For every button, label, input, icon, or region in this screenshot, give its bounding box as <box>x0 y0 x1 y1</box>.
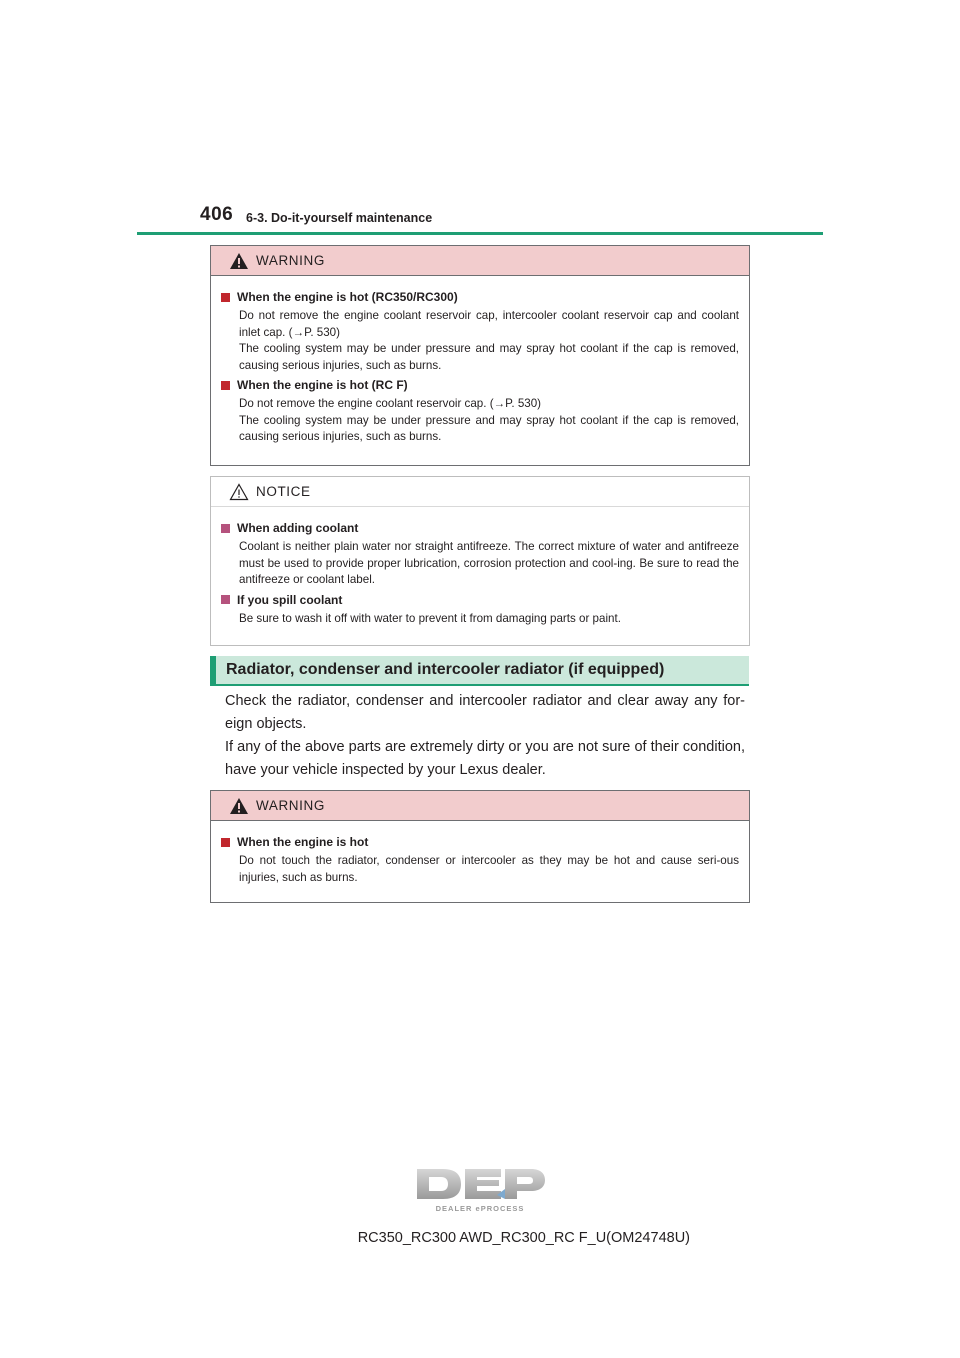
warning-item-title: When the engine is hot <box>221 835 739 849</box>
warning-item-text: Do not touch the radiator, condenser or … <box>239 853 739 886</box>
warning-item-title: When the engine is hot (RC F) <box>221 378 739 392</box>
warning-header: WARNING <box>211 246 749 276</box>
warning-item-text: Do not remove the engine coolant reservo… <box>239 396 739 446</box>
notice-item-title: When adding coolant <box>221 521 739 535</box>
warning-item-text: Do not remove the engine coolant reservo… <box>239 308 739 374</box>
notice-header: NOTICE <box>211 477 749 507</box>
square-bullet-icon <box>221 380 230 390</box>
body-paragraph: If any of the above parts are extremely … <box>225 739 745 778</box>
header-rule <box>137 232 823 235</box>
item-title-text: When the engine is hot (RC F) <box>237 378 408 392</box>
text-line: Coolant is neither plain water nor strai… <box>239 540 739 586</box>
notice-box: NOTICE When adding coolant Coolant is ne… <box>210 476 750 646</box>
text-line: The cooling system may be under pressure… <box>239 413 739 444</box>
dealer-eprocess-logo: DEALER ePROCESS <box>417 1169 545 1213</box>
section-title: 6-3. Do-it-yourself maintenance <box>246 211 433 225</box>
text-line: Do not touch the radiator, condenser or … <box>239 854 739 884</box>
warning-label: WARNING <box>256 253 325 268</box>
item-title-text: When the engine is hot <box>237 835 369 849</box>
square-bullet-icon <box>221 292 230 302</box>
square-bullet-icon <box>221 523 230 533</box>
text-line: Be sure to wash it off with water to pre… <box>239 611 621 625</box>
footer-code: RC350_RC300 AWD_RC300_RC F_U(OM24748U) <box>357 1230 690 1246</box>
logo-subtitle: DEALER ePROCESS <box>436 1204 525 1213</box>
square-bullet-icon <box>221 837 230 847</box>
item-title-text: If you spill coolant <box>237 592 343 607</box>
warning-box: WARNING When the engine is hot (RC350/RC… <box>210 245 750 466</box>
section-heading: Radiator, condenser and intercooler radi… <box>210 656 749 684</box>
notice-item-text: Coolant is neither plain water nor strai… <box>239 539 739 589</box>
notice-label: NOTICE <box>256 484 311 499</box>
item-title-text: When adding coolant <box>237 521 359 535</box>
warning-triangle-icon <box>230 252 248 269</box>
warning-item-title: When the engine is hot (RC350/RC300) <box>221 290 739 304</box>
section-heading-rule <box>210 684 749 686</box>
square-bullet-icon <box>221 595 230 604</box>
warning-label: WARNING <box>256 798 325 813</box>
body-paragraph: Check the radiator, condenser and interc… <box>225 693 745 732</box>
notice-item-title: If you spill coolant <box>221 593 739 607</box>
warning-header: WARNING <box>211 791 749 821</box>
text-line: Do not remove the engine coolant reservo… <box>239 309 739 339</box>
warning-box: WARNING When the engine is hot Do not to… <box>210 790 750 903</box>
notice-item-text: Be sure to wash it off with water to pre… <box>239 611 739 628</box>
text-line: Do not remove the engine coolant reservo… <box>239 397 542 410</box>
warning-triangle-icon <box>230 797 248 814</box>
section-body: Check the radiator, condenser and interc… <box>225 690 745 782</box>
item-title-text: When the engine is hot (RC350/RC300) <box>237 290 458 304</box>
text-line: The cooling system may be under pressure… <box>239 342 739 372</box>
page-number: 406 <box>200 204 234 225</box>
caution-triangle-icon <box>229 482 249 500</box>
